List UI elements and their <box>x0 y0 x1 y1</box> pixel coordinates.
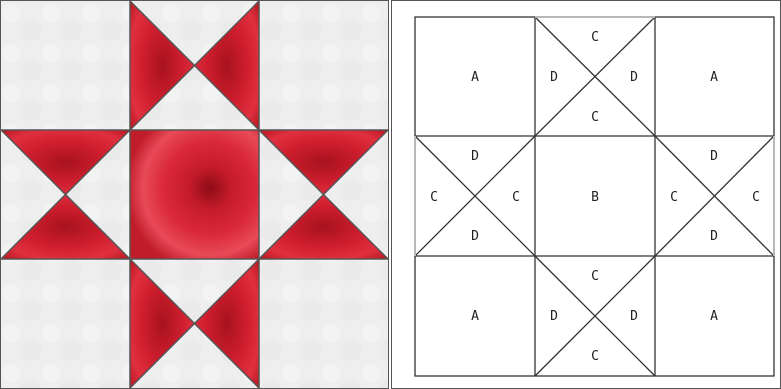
label-top-center-D-right: D <box>630 70 638 85</box>
quilt-block-photo <box>0 0 389 389</box>
diagram-svg: A C D D C A D C C D B D C C D A C D D C … <box>392 1 780 388</box>
label-top-right-A: A <box>710 70 718 85</box>
label-mid-right-C-right: C <box>752 190 760 205</box>
label-bottom-center-C-lower: C <box>591 349 599 364</box>
label-bottom-center-D-right: D <box>630 309 638 324</box>
label-mid-left-D-upper: D <box>471 149 479 164</box>
label-top-center-D-left: D <box>550 70 558 85</box>
label-top-center-C-lower: C <box>591 110 599 125</box>
label-mid-left-C-right: C <box>512 190 520 205</box>
label-bottom-center-C-upper: C <box>591 269 599 284</box>
label-center-B: B <box>591 190 599 205</box>
label-bottom-left-A: A <box>471 309 479 324</box>
label-mid-right-C-left: C <box>670 190 678 205</box>
label-mid-left-D-lower: D <box>471 229 479 244</box>
label-bottom-right-A: A <box>710 309 718 324</box>
label-top-center-C-upper: C <box>591 30 599 45</box>
quilt-block-image <box>1 1 388 388</box>
quilt-block-diagram: A C D D C A D C C D B D C C D A C D D C … <box>391 0 781 389</box>
label-mid-right-D-lower: D <box>710 229 718 244</box>
label-mid-left-C-left: C <box>430 190 438 205</box>
label-top-left-A: A <box>471 70 479 85</box>
label-bottom-center-D-left: D <box>550 309 558 324</box>
label-mid-right-D-upper: D <box>710 149 718 164</box>
center-square-red <box>130 130 259 259</box>
